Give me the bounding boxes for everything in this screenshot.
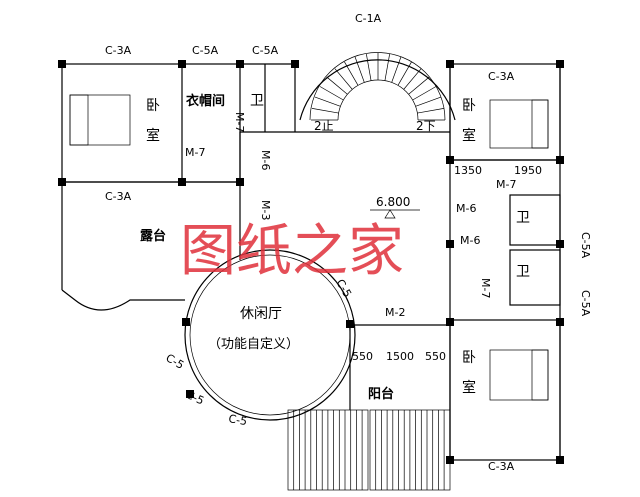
bed-nw [69,94,131,146]
bed-se [489,349,549,401]
door-m7-left: M-7 [185,146,205,159]
room-bedroom-nw-2: 室 [146,127,160,144]
room-bedroom-ne-2: 室 [462,127,476,144]
stair-tread [391,56,402,83]
walls [61,63,561,491]
dim-1950: 1950 [514,164,542,177]
room-bath-e1: 卫 [516,210,530,226]
door-m7-right: M-7 [496,178,516,191]
door-m6-left: M-6 [259,150,272,170]
stair-tread [403,68,422,90]
columns [58,60,564,464]
spiral-stair [299,52,456,121]
window-c3a-terrace: C-3A [105,190,132,203]
stair-tread [397,61,412,86]
window-c5a-right-2: C-5A [579,290,592,317]
stair-tread [354,56,365,83]
window-c5-1: C-5 [164,351,187,372]
window-c5a-top-2: C-5A [252,44,279,57]
window-c5-3: C-5 [227,412,248,428]
room-bedroom-se-1: 卧 [462,350,476,366]
room-bath-n: 卫 [250,93,264,109]
door-m3: M-3 [259,200,272,220]
stair-up: 2止 [314,119,334,133]
stair-tread [412,86,437,101]
stair-tread [384,53,390,81]
stair-tread [314,96,341,107]
dim-550a: 550 [352,350,373,363]
window-c3a-top-left: C-3A [105,44,132,57]
room-closet: 衣帽间 [186,93,225,109]
elevation-value: 6.800 [376,195,410,209]
dim-550b: 550 [425,350,446,363]
stair-tread [319,86,344,101]
door-m2: M-2 [385,306,405,319]
stair-down: 2下 [416,119,436,133]
door-m7-right2: M-7 [479,278,492,298]
window-c3a-bottom: C-3A [488,460,515,473]
elevation-mark: 6.800 [370,195,420,219]
door-m6-right2: M-6 [460,234,480,247]
window-c5-2: C-5 [184,388,206,408]
stair-tread [417,108,445,114]
stair-tread [334,68,353,90]
room-bedroom-se-2: 室 [462,379,476,396]
window-c3a-top-right: C-3A [488,70,515,83]
room-lounge-note: （功能自定义） [208,337,299,352]
stair-tread [344,61,359,86]
room-lounge: 休闲厅 [240,306,282,322]
watermark: 图纸之家 [180,219,404,284]
stair-tread [326,76,348,95]
room-bedroom-nw-1: 卧 [146,98,160,114]
window-c5a-top-1: C-5A [192,44,219,57]
stair-tread [415,96,442,107]
dim-1500: 1500 [386,350,414,363]
stair-tread [311,108,339,114]
stair-tread [408,76,430,95]
dim-1350: 1350 [454,164,482,177]
window-c1a: C-1A [355,12,382,25]
door-m6-right1: M-6 [456,202,476,215]
room-bedroom-ne-1: 卧 [462,98,476,114]
door-m7-closet: M-7 [233,112,246,132]
room-balcony: 阳台 [368,386,394,402]
stair-tread [366,53,372,81]
room-terrace: 露台 [140,228,166,244]
room-bath-e2: 卫 [516,264,530,280]
bed-ne [489,99,549,149]
window-c5a-right-1: C-5A [579,232,592,259]
